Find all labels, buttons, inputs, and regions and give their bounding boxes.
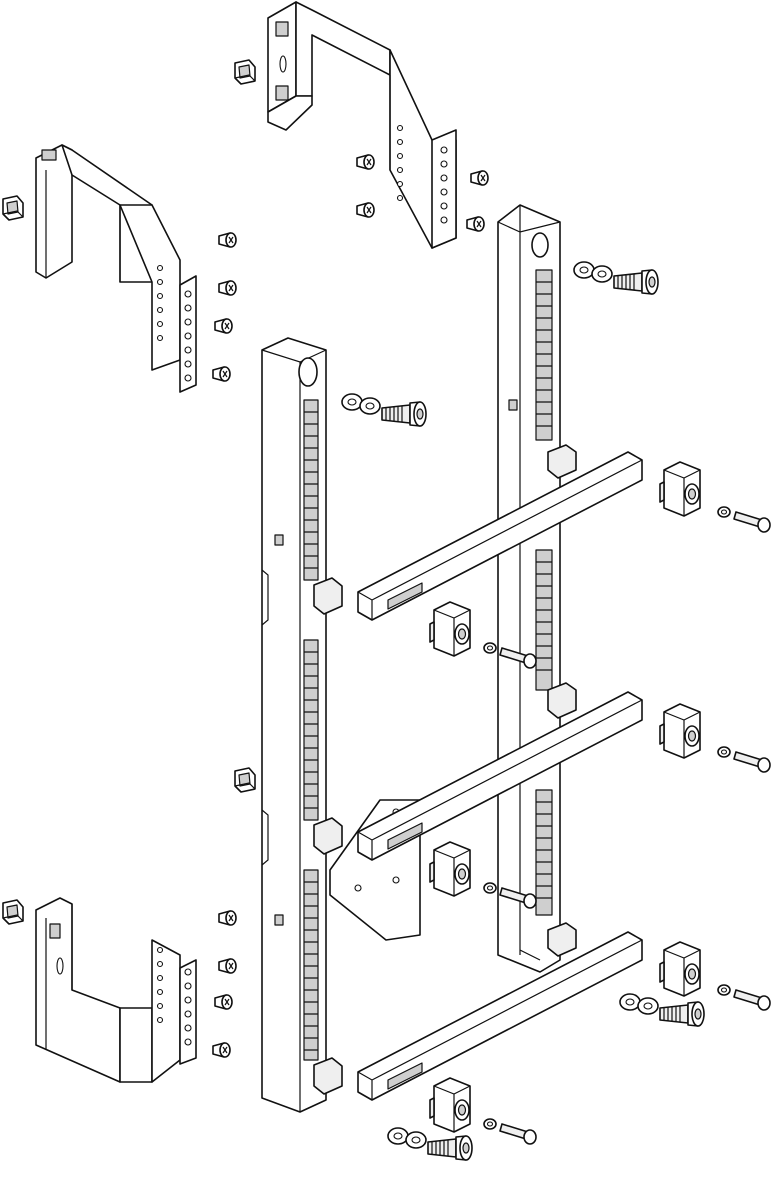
tapping-screw [218,280,237,296]
tapping-screw [218,958,237,974]
bracket-holes [396,124,448,224]
tapping-screw [466,216,485,232]
tapping-screw [214,994,233,1010]
busbar-clamp [429,1077,471,1133]
cage-nut [234,59,256,85]
left-vertical-profile [261,337,343,1113]
tapping-screw [356,202,375,218]
socket-head-cap-screw [620,994,704,1026]
tapping-screw [470,170,489,186]
socket-head-cap-screw [717,984,771,1011]
right-vertical-profile [497,204,577,973]
socket-head-cap-screw [717,746,771,773]
top-mounting-bracket [267,1,457,249]
tapping-screw [214,318,233,334]
busbar-clamp [429,601,471,657]
bracket-holes [156,264,192,382]
socket-head-cap-screw [483,1118,537,1145]
busbar-clamp [659,703,701,759]
tapping-screw [218,910,237,926]
upper-left-mounting-bracket [35,144,197,393]
socket-head-cap-screw [574,262,658,294]
tapping-screw [218,232,237,248]
lower-left-mounting-bracket [35,897,197,1083]
cage-nut [2,195,24,221]
tapping-screw [212,366,231,382]
socket-head-cap-screw [717,506,771,533]
cage-nut [2,899,24,925]
tapping-screw [212,1042,231,1058]
bracket-holes [156,946,192,1046]
socket-head-cap-screw [388,1128,472,1160]
tapping-screw [356,154,375,170]
cage-nut [234,767,256,793]
socket-head-cap-screw [342,394,426,426]
busbar-clamp [429,841,471,897]
horizontal-busbar-support [357,931,643,1101]
busbar-clamp [659,941,701,997]
busbar-clamp [659,461,701,517]
